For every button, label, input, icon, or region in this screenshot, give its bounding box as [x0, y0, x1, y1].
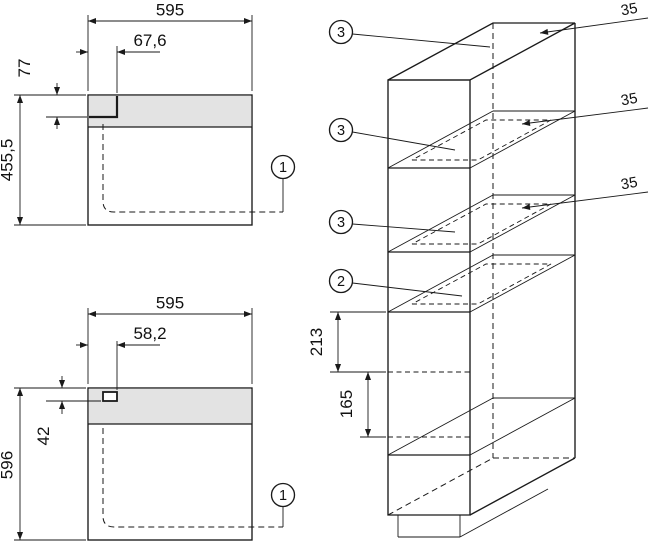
dim-connection-offset: 58,2 [133, 324, 166, 343]
niche-outline-lower [102, 428, 283, 528]
callout-3-upper-label: 3 [337, 123, 345, 139]
callout-2-label: 2 [337, 274, 345, 290]
callout-leaders [352, 33, 491, 297]
dim-height-upper: 455,5 [0, 139, 17, 182]
shelf-3 [387, 254, 576, 313]
dimension-niche-lower: 165 [337, 372, 386, 438]
dim-width-upper: 595 [156, 1, 184, 20]
dimension-connection-height: 42 [34, 376, 101, 445]
niche-outline-upper [102, 124, 283, 213]
appliance-front-upper [87, 94, 253, 226]
dim-rear-gap-lower: 35 [620, 174, 639, 194]
cabinet-plinth [397, 488, 549, 538]
callout-1-lower-label: 1 [279, 488, 287, 504]
callout-3-upper-badge [328, 117, 354, 143]
callout-1-upper-badge [270, 154, 296, 180]
callout-3-lower-badge [328, 209, 354, 235]
callout-3-lower-label: 3 [337, 215, 345, 231]
cabinet-hidden-edges [387, 23, 575, 516]
rear-gap-dimensions: 35 35 35 [521, 0, 649, 211]
control-panel-band-upper [88, 95, 252, 127]
cabinet-shelves [387, 110, 576, 456]
panel-section-step [89, 96, 119, 119]
callout-3-top-badge [328, 19, 354, 45]
callout-1-upper: 1 [270, 154, 296, 212]
dimension-panel-offset: 67,6 [76, 31, 167, 93]
callout-1-lower-badge [270, 482, 296, 508]
dim-niche-lower: 165 [337, 390, 356, 418]
dim-rear-gap-top: 35 [620, 0, 639, 19]
cabinet-top-vent-area [387, 22, 576, 81]
front-view-upper: 595 67,6 77 455,5 1 [0, 1, 296, 226]
dim-connection-height: 42 [34, 427, 53, 446]
mains-connection-box [102, 391, 118, 402]
dimension-width-lower: 595 [87, 294, 253, 384]
callout-1-upper-label: 1 [279, 160, 287, 176]
shelf-vent-cutout-upper [411, 119, 552, 161]
dim-width-lower: 595 [156, 294, 184, 313]
dim-panel-height: 77 [15, 59, 34, 78]
callout-3-top-label: 3 [337, 25, 345, 41]
callout-1-lower: 1 [270, 482, 296, 527]
dimension-niche-upper: 213 [307, 311, 386, 373]
callout-2-badge [328, 268, 354, 294]
dimension-panel-height: 77 [15, 59, 87, 129]
shelf-2 [387, 194, 576, 253]
dim-rear-gap-upper: 35 [620, 90, 639, 110]
niche-vent-cutout [411, 263, 552, 305]
dim-niche-upper: 213 [307, 328, 326, 356]
dimension-width-upper: 595 [87, 1, 253, 91]
shelf-vent-cutout-lower [411, 203, 552, 245]
appliance-front-lower [87, 387, 253, 541]
dimension-height-upper: 455,5 [0, 94, 86, 226]
dimension-height-lower: 596 [0, 387, 86, 541]
shelf-4 [387, 397, 576, 456]
cabinet-callouts: 3 3 3 2 [328, 19, 354, 294]
dim-panel-offset: 67,6 [133, 31, 166, 50]
cabinet-isometric-view: 213 165 35 35 35 3 3 [307, 0, 649, 538]
front-view-lower: 595 58,2 42 596 1 [0, 294, 296, 541]
dim-height-lower: 596 [0, 451, 17, 479]
dimension-connection-offset: 58,2 [76, 324, 167, 390]
shelf-1 [387, 110, 576, 169]
cabinet-bottom-right-edge [469, 457, 576, 516]
